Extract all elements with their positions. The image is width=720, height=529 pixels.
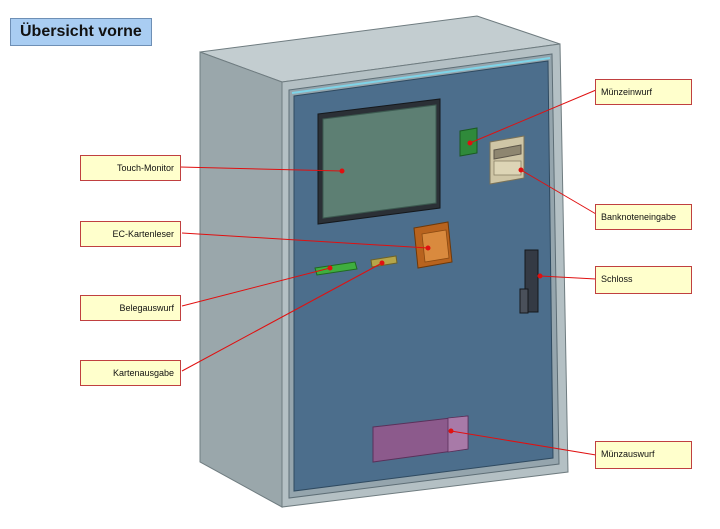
leader-muenzauswurf xyxy=(450,430,597,456)
label-schloss: Schloss xyxy=(595,266,692,294)
banknote-acceptor-slot xyxy=(493,144,522,160)
label-kartenausgabe: Kartenausgabe xyxy=(80,360,181,386)
label-belegauswurf: Belegauswurf xyxy=(80,295,181,321)
receipt-output xyxy=(314,261,358,276)
page-title: Übersicht vorne xyxy=(10,18,152,46)
leader-touch-monitor-dot xyxy=(339,168,345,174)
banknote-acceptor-face xyxy=(493,160,522,176)
label-ec-kartenleser: EC-Kartenleser xyxy=(80,221,181,247)
leader-belegauswurf-dot xyxy=(327,265,333,271)
leader-muenzeinwurf-dot xyxy=(467,140,473,146)
lock-handle xyxy=(519,288,529,314)
banknote-acceptor xyxy=(489,135,525,185)
label-muenzeinwurf: Münzeinwurf xyxy=(595,79,692,105)
ec-card-reader-face xyxy=(421,229,450,263)
leader-kartenausgabe xyxy=(181,262,383,372)
leader-belegauswurf xyxy=(181,267,331,307)
leader-schloss-dot xyxy=(537,273,543,279)
leader-schloss xyxy=(539,275,597,280)
leader-banknoteneingabe-dot xyxy=(518,167,524,173)
leader-ec-kartenleser xyxy=(181,232,429,249)
touch-monitor-screen xyxy=(322,104,437,219)
leader-muenzauswurf-dot xyxy=(448,428,454,434)
label-touch-monitor: Touch-Monitor xyxy=(80,155,181,181)
label-muenzauswurf: Münzauswurf xyxy=(595,441,692,469)
label-banknoteneingabe: Banknoteneingabe xyxy=(595,204,692,230)
coin-return-lip xyxy=(447,415,469,453)
leader-muenzeinwurf xyxy=(469,89,597,144)
door-seal xyxy=(291,57,551,94)
cabinet-left-side xyxy=(199,51,283,508)
leader-kartenausgabe-dot xyxy=(379,260,385,266)
leader-touch-monitor xyxy=(179,166,343,172)
leader-banknoteneingabe xyxy=(520,169,597,215)
leader-ec-kartenleser-dot xyxy=(425,245,431,251)
